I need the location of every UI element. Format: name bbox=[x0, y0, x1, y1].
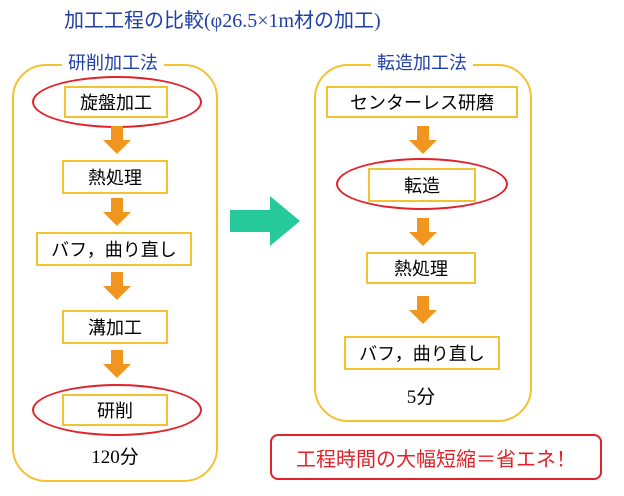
down-arrow-5 bbox=[409, 126, 437, 154]
grinding-step-buff-straighten: バフ，曲り直し bbox=[36, 232, 192, 266]
down-arrow-3 bbox=[103, 272, 131, 300]
rolling-step-heat-treatment: 熱処理 bbox=[366, 252, 476, 284]
page-title-text: 加工工程の比較 bbox=[64, 8, 204, 32]
grinding-step-heat-treatment: 熱処理 bbox=[62, 160, 168, 194]
page-title-spec: (φ26.5×1m材の加工) bbox=[204, 10, 381, 32]
right-arrow bbox=[230, 196, 300, 246]
rolling-step-rolling-highlight bbox=[336, 158, 508, 210]
down-arrow-4 bbox=[103, 350, 131, 378]
down-arrow-2 bbox=[103, 198, 131, 226]
down-arrow-6 bbox=[409, 218, 437, 246]
conclusion-text: 工程時間の大幅短縮＝省エネ！ bbox=[296, 446, 576, 471]
rolling-step-buff-straighten: バフ，曲り直し bbox=[344, 336, 500, 370]
grinding-time: 120分 bbox=[91, 447, 139, 468]
rolling-method-label: 転造加工法 bbox=[371, 49, 473, 75]
grinding-method-label: 研削加工法 bbox=[62, 49, 164, 75]
rolling-time: 5分 bbox=[406, 387, 436, 408]
down-arrow-7 bbox=[409, 296, 437, 324]
grinding-step-lathe-highlight bbox=[32, 76, 202, 128]
grinding-step-grooving: 溝加工 bbox=[62, 310, 168, 344]
rolling-step-centerless-polishing: センターレス研磨 bbox=[326, 86, 518, 118]
down-arrow-1 bbox=[103, 126, 131, 154]
page-title: 加工工程の比較(φ26.5×1m材の加工) bbox=[64, 4, 381, 33]
grinding-step-grinding-highlight bbox=[32, 384, 202, 436]
conclusion-box: 工程時間の大幅短縮＝省エネ！ bbox=[270, 434, 602, 480]
